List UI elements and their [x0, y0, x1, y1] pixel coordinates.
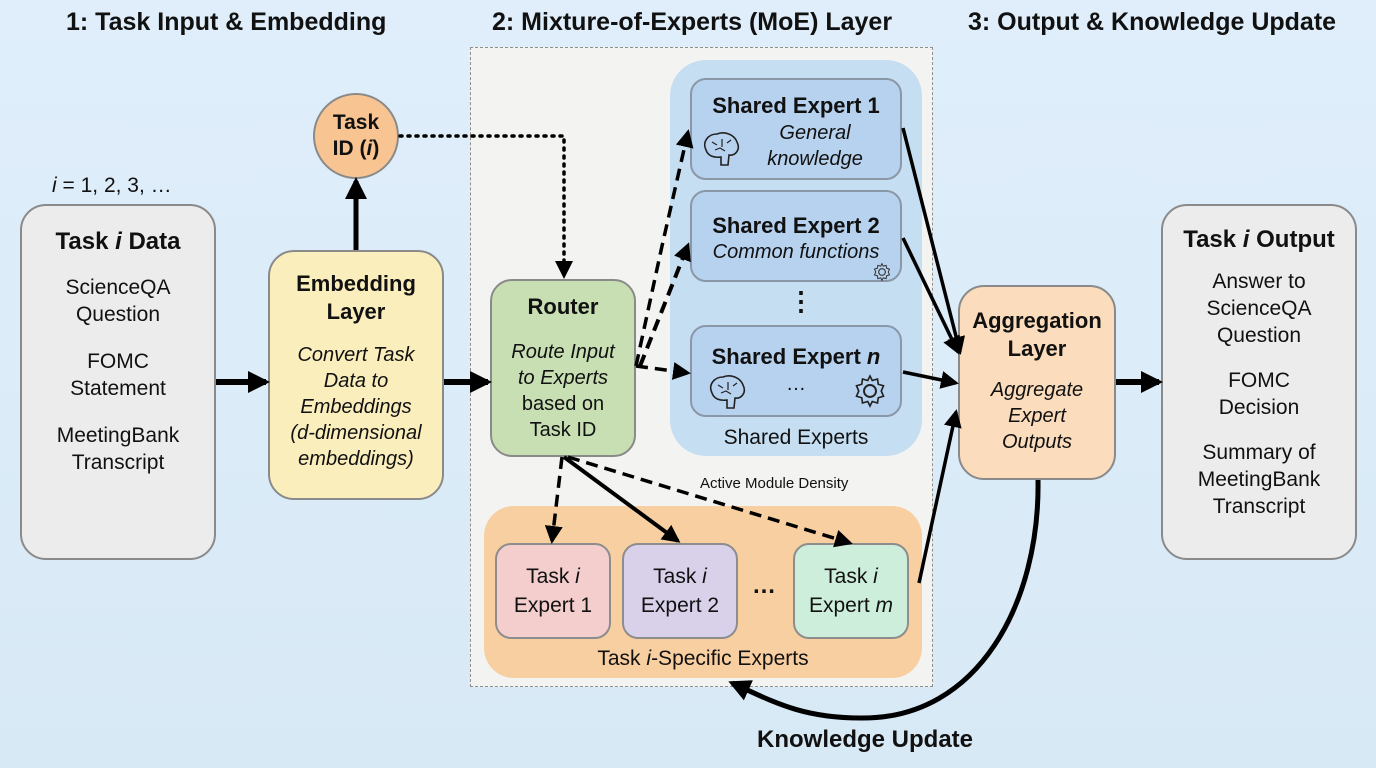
arrow-router-to-task-expert-m	[567, 455, 853, 548]
shared-expert-1-title: Shared Expert 1	[712, 93, 880, 118]
section-3-heading: 3: Output & Knowledge Update	[968, 8, 1337, 36]
task-output-title: Task i Output	[1183, 226, 1335, 253]
gear-icon	[873, 262, 891, 282]
brain-icon	[709, 375, 746, 409]
shared-expert-n-title: Shared Expert n	[711, 344, 881, 369]
section-1-heading: 1: Task Input & Embedding	[66, 8, 387, 36]
arrow-shared-expert-2-to-aggregation	[901, 237, 960, 355]
router-title: Router	[527, 294, 599, 319]
shared-expert-2[interactable]: Shared Expert 2 Common functions	[690, 190, 902, 282]
task-expert-1[interactable]: Task i Expert 1	[495, 543, 611, 639]
brain-icon	[703, 132, 740, 166]
task-data-title: Task i Data	[55, 228, 181, 255]
task-experts-ellipsis: …	[752, 572, 776, 599]
arrow-router-to-task-expert-2	[562, 455, 681, 543]
task-id-node[interactable]: Task ID (i)	[313, 93, 399, 179]
arrow-knowledge-update	[728, 479, 1041, 721]
shared-expert-2-title: Shared Expert 2	[712, 213, 880, 238]
arrow-router-to-shared-expert-1	[634, 129, 694, 367]
arrow-shared-expert-1-to-aggregation	[901, 127, 966, 355]
active-module-density-label: Active Module Density	[700, 475, 849, 492]
gear-icon	[855, 374, 885, 408]
arrow-shared-expert-n-to-aggregation	[902, 370, 959, 389]
knowledge-update-label: Knowledge Update	[757, 726, 974, 753]
shared-expert-n[interactable]: Shared Expert n …	[690, 325, 902, 417]
task-expert-m[interactable]: Task i Expert m	[793, 543, 909, 639]
shared-expert-n-ellipsis: …	[786, 373, 806, 395]
shared-expert-2-description: Common functions	[712, 241, 880, 263]
shared-experts-label: Shared Experts	[723, 426, 869, 449]
arrow-router-to-task-expert-1	[544, 456, 564, 544]
task-index-label: i = 1, 2, 3, …	[52, 174, 172, 197]
task-expert-2[interactable]: Task i Expert 2	[622, 543, 738, 639]
shared-experts-vertical-ellipsis: ⋮	[788, 286, 814, 316]
task-specific-experts-label: Task i-Specific Experts	[597, 647, 809, 670]
section-2-heading: 2: Mixture-of-Experts (MoE) Layer	[492, 8, 893, 36]
arrow-task-id-to-router	[398, 134, 573, 279]
arrow-router-to-shared-expert-2	[638, 242, 691, 367]
arrow-router-to-shared-expert-n	[635, 362, 691, 380]
arrow-task-expert-m-to-aggregation	[917, 409, 962, 584]
